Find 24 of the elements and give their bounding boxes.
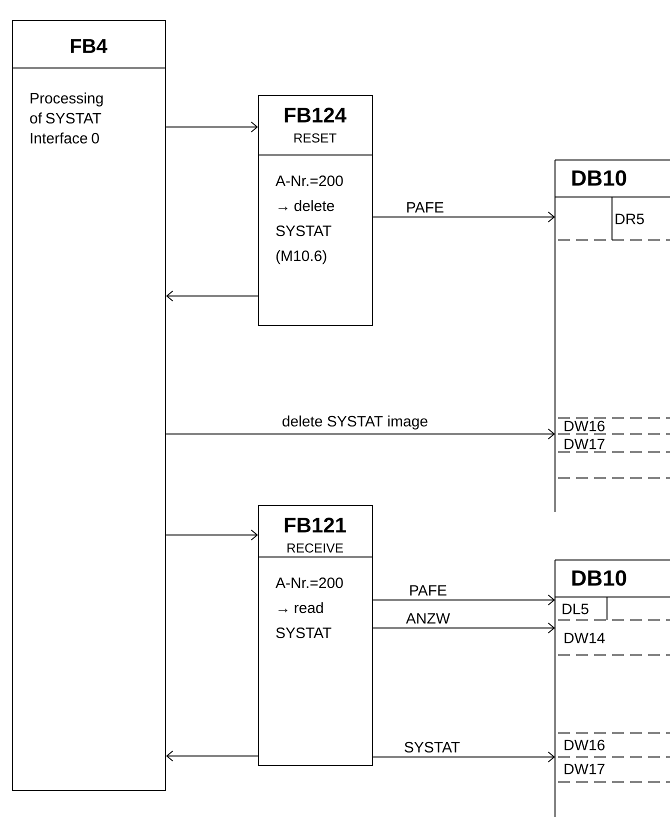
data-cell: DW17 xyxy=(564,438,604,450)
data-cell: DL5 xyxy=(562,604,588,614)
arrow xyxy=(372,212,555,222)
arrow xyxy=(372,594,555,606)
function-block: FB124 RESET A-Nr.=200 → delete SYSTAT (M10.6) xyxy=(258,95,373,326)
arrow xyxy=(166,290,258,302)
edge-label: PAFE xyxy=(410,585,446,596)
arrow xyxy=(166,530,258,540)
arrow xyxy=(166,122,258,132)
edge-label: SYSTAT xyxy=(404,742,460,752)
data-cell: DR5 xyxy=(616,214,644,224)
edge-label: delete SYSTAT image xyxy=(282,416,428,430)
edge-label: ANZW xyxy=(406,613,450,624)
function-block: FB121 RECEIVE A-Nr.=200 → read SYSTAT xyxy=(258,505,373,766)
data-cell: DW16 xyxy=(564,420,605,432)
arrow xyxy=(372,622,555,634)
arrow xyxy=(372,752,555,762)
edge-label: PAFE xyxy=(407,202,444,212)
data-cell: DW17 xyxy=(564,764,604,774)
arrow xyxy=(166,750,258,762)
data-cell: DW14 xyxy=(564,632,605,644)
data-cell: DW16 xyxy=(564,740,605,750)
function-block: FB4 Processing of SYSTAT Interface 0 xyxy=(12,20,166,791)
arrow xyxy=(166,428,555,440)
